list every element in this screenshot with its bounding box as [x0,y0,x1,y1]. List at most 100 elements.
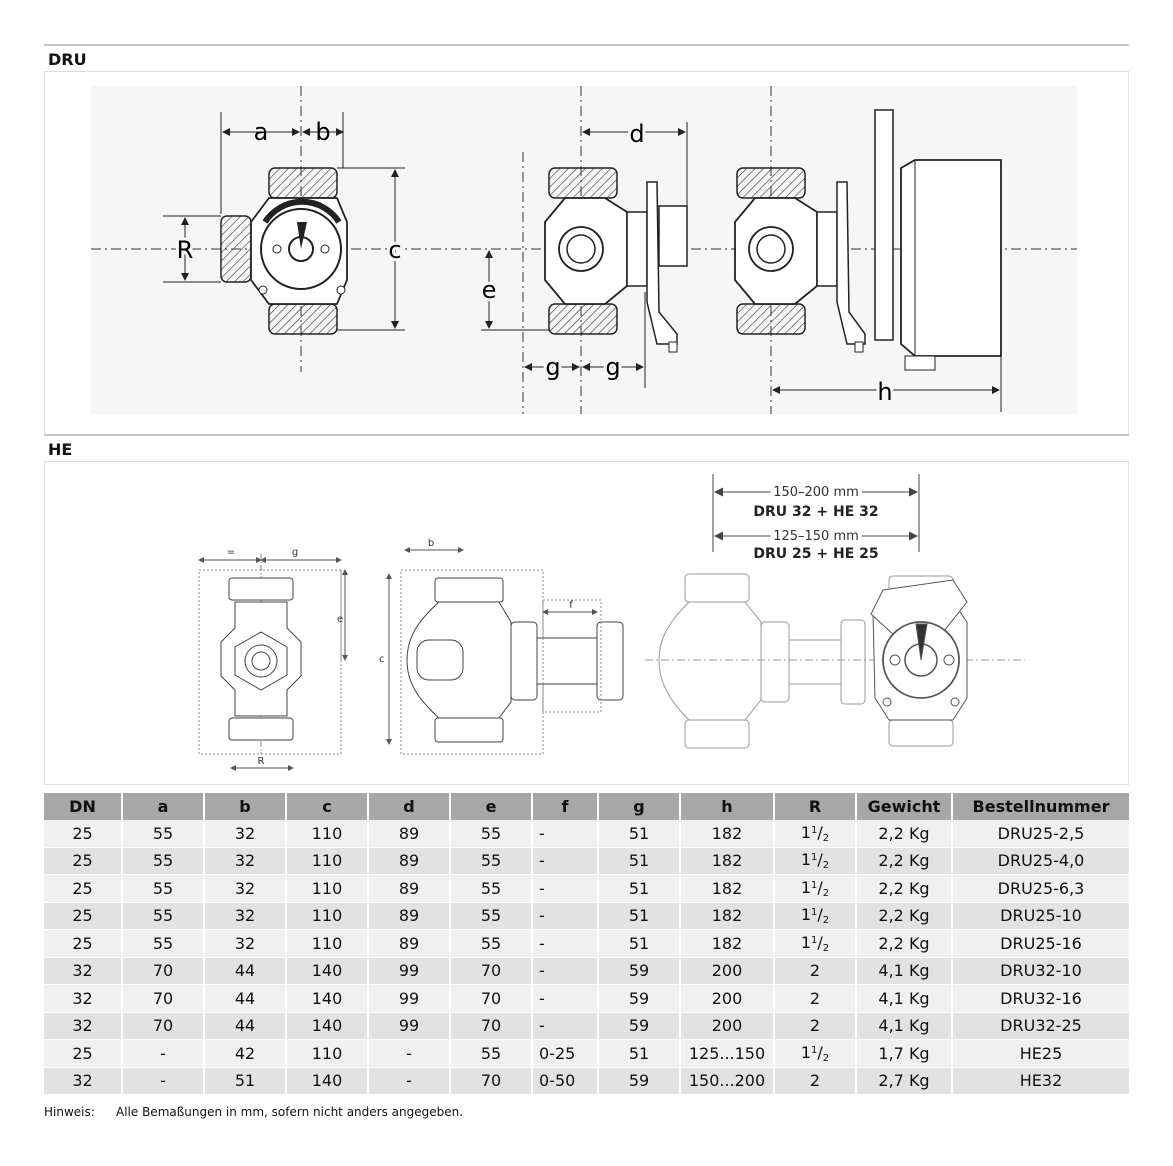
he-assembly-view: 150–200 mm DRU 32 + HE 32 125–150 mm DRU… [645,474,1025,749]
table-cell: 150...200 [680,1067,775,1095]
table-cell: 70 [122,957,205,985]
table-cell: 32 [44,1012,123,1040]
table-cell: 182 [680,847,775,875]
table-cell: 59 [598,957,681,985]
dim-label-R: R [177,236,194,264]
table-cell: 32 [204,929,287,958]
table-cell: 51 [204,1067,287,1095]
dru-front-view: a b R c [163,86,405,372]
footnote-text: Alle Bemaßungen in mm, sofern nicht ande… [116,1105,464,1119]
he-label-g: g [292,547,298,558]
table-cell: 11/2 [774,1039,857,1068]
he-front-view: = g e R [198,547,348,771]
table-cell: - [122,1039,205,1068]
column-header: R [774,793,857,820]
he-label-R: R [258,756,265,767]
table-cell: - [532,929,599,958]
table-cell: 89 [368,820,451,848]
table-cell: 182 [680,902,775,930]
column-header: DN [44,793,123,820]
table-cell: 182 [680,929,775,958]
table-cell: - [532,957,599,985]
column-header: Gewicht [856,793,953,820]
table-cell: 140 [286,1012,369,1040]
column-header: b [204,793,287,820]
dru-side-view: d e g g [479,86,688,414]
table-cell: 25 [44,847,123,875]
table-cell: 2,2 Kg [856,874,953,903]
table-cell: DRU25-6,3 [952,874,1129,903]
he-drawing-panel: = g e R b c [44,462,1129,785]
table-cell: 25 [44,929,123,958]
table-cell: 70 [122,1012,205,1040]
table-cell: 51 [598,1039,681,1068]
footnote-label: Hinweis: [44,1105,95,1119]
section-title-he: HE [44,434,1129,462]
table-cell: 42 [204,1039,287,1068]
table-cell: 70 [450,957,533,985]
table-cell: DRU25-16 [952,929,1129,958]
table-cell: 125...150 [680,1039,775,1068]
column-header: Bestellnummer [952,793,1129,820]
column-header: a [122,793,205,820]
table-cell: 70 [450,984,533,1013]
table-cell: 99 [368,984,451,1013]
table-cell: DRU32-16 [952,984,1129,1013]
table-cell: 55 [122,847,205,875]
table-cell: - [122,1067,205,1095]
table-cell: 55 [450,874,533,903]
table-cell: 70 [450,1067,533,1095]
dim-label-g2: g [605,353,620,381]
column-header: c [286,793,369,820]
table-cell: 51 [598,874,681,903]
table-cell: - [532,847,599,875]
he-label-eq: = [227,547,235,558]
table-cell: 32 [44,984,123,1013]
dim-label-c: c [388,236,401,264]
he-dim1-combo: DRU 32 + HE 32 [753,504,878,520]
table-cell: 110 [286,1039,369,1068]
table-cell: 2,2 Kg [856,929,953,958]
table-cell: DRU32-25 [952,1012,1129,1040]
table-cell: - [532,874,599,903]
table-cell: 55 [122,902,205,930]
table-cell: 2 [774,957,857,985]
column-header: f [532,793,599,820]
table-cell: 89 [368,847,451,875]
table-cell: 182 [680,874,775,903]
table-cell: 110 [286,874,369,903]
table-cell: 44 [204,984,287,1013]
table-cell: 89 [368,874,451,903]
table-cell: 0-50 [532,1067,599,1095]
table-cell: 2,2 Kg [856,820,953,848]
table-cell: 55 [450,820,533,848]
table-cell: DRU25-4,0 [952,847,1129,875]
table-cell: 140 [286,1067,369,1095]
table-cell: 51 [598,929,681,958]
table-cell: DRU25-10 [952,902,1129,930]
table-cell: 0-25 [532,1039,599,1068]
column-header: h [680,793,775,820]
table-cell: 32 [204,902,287,930]
table-cell: 110 [286,820,369,848]
table-cell: 55 [450,929,533,958]
table-cell: 110 [286,847,369,875]
column-header: g [598,793,681,820]
he-label-e: e [337,614,343,625]
table-cell: 55 [450,1039,533,1068]
dru-side-view-with-actuator: h [734,86,1002,414]
dim-label-b: b [315,118,330,146]
table-cell: 200 [680,984,775,1013]
he-dim1-range: 150–200 mm [773,485,859,500]
table-cell: 25 [44,820,123,848]
table-cell: 25 [44,902,123,930]
table-cell: 200 [680,957,775,985]
